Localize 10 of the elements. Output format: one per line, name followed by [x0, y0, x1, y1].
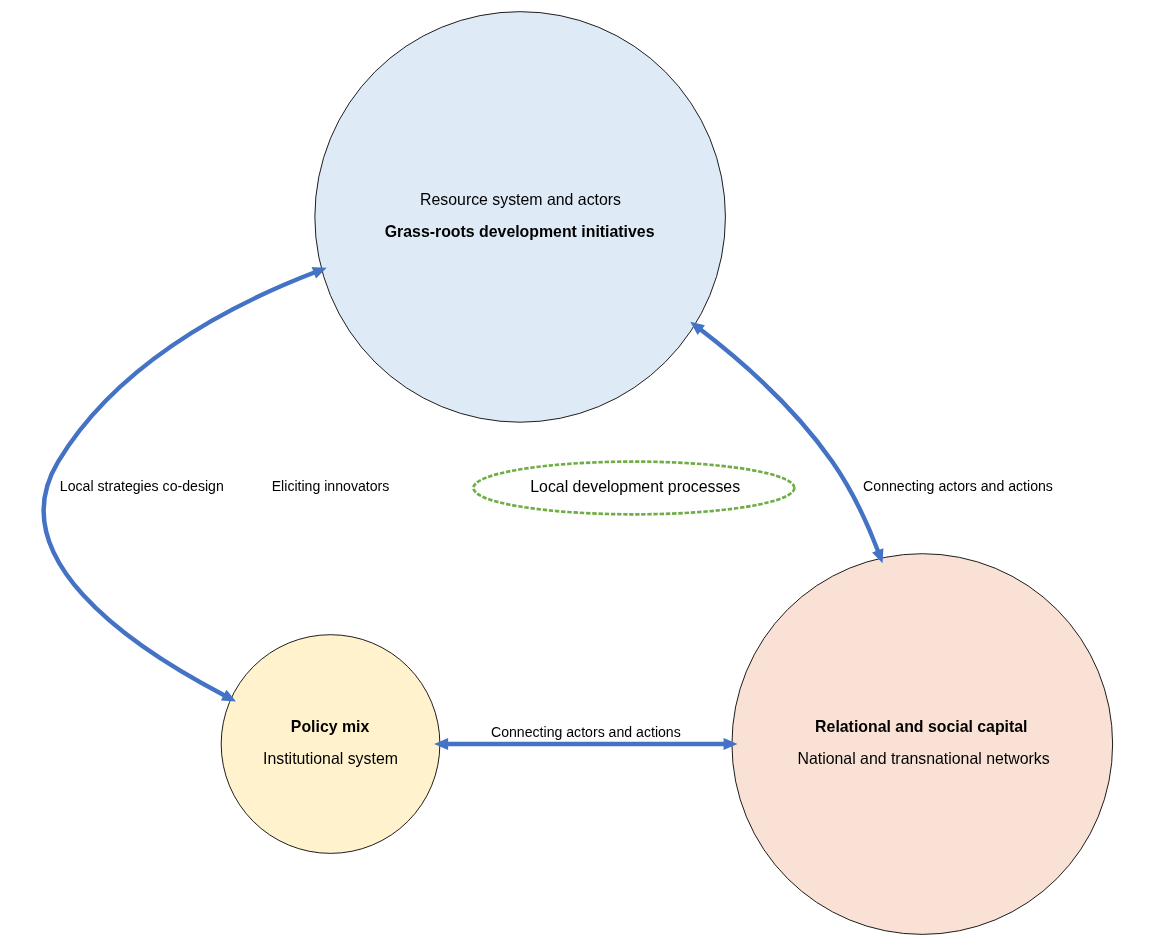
- edge-label: Local strategies co-design: [59, 478, 224, 495]
- arrow: [690, 321, 884, 564]
- label: Eliciting innovators: [271, 478, 390, 495]
- node-circle: Resource system and actors Grass-roots development initiatives: [314, 11, 726, 423]
- node-ellipse: Local development processes: [472, 460, 796, 516]
- node-circle: Relational and social capital National and transnational networks: [731, 553, 1114, 935]
- arrow: [434, 737, 738, 751]
- edge-label: Connecting actors and actions: [490, 723, 681, 740]
- edge-label: Connecting actors and actions: [863, 478, 1053, 495]
- arrow: [41, 267, 327, 702]
